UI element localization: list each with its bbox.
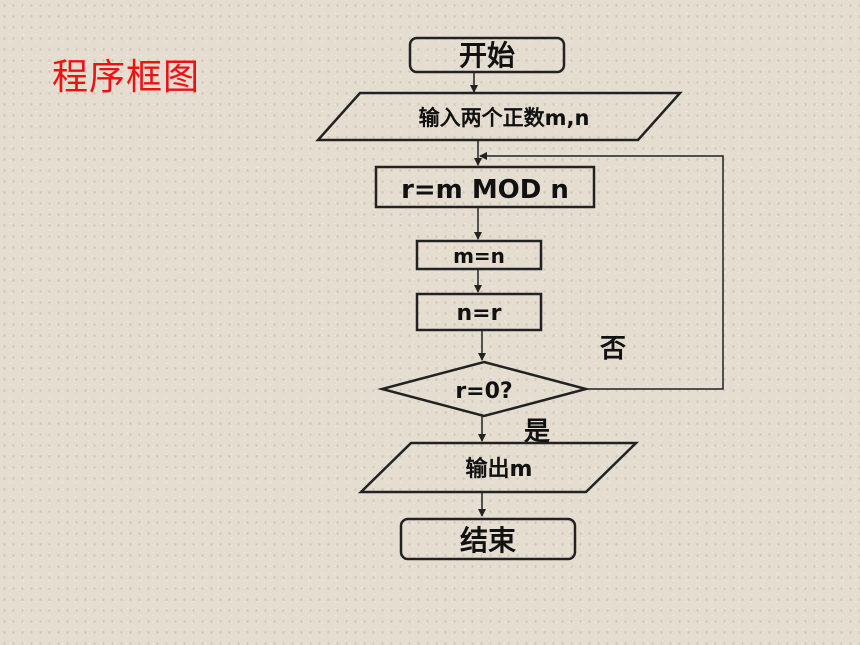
output-parallelogram: 输出m [357,441,640,494]
mod-step-box: r=m MOD n [374,165,596,209]
slide-title: 程序框图 [52,57,201,98]
assign-n-label: n=r [457,301,502,326]
decision-label: r=0? [455,379,512,404]
no-label: 否 [600,334,626,364]
end-terminal: 结束 [399,517,577,561]
assign-m-box: m=n [415,239,543,271]
end-label: 结束 [460,524,516,557]
input-parallelogram: 输入两个正数m,n [315,91,683,142]
output-label: 输出m [466,456,533,482]
mod-step-label: r=m MOD n [401,175,569,205]
assign-n-box: n=r [415,292,543,332]
decision-diamond: r=0? [377,360,591,418]
assign-m-label: m=n [453,244,505,268]
start-terminal: 开始 [408,36,566,74]
start-label: 开始 [459,39,515,72]
input-label: 输入两个正数m,n [419,106,590,130]
loop-back-arrow [479,152,724,390]
